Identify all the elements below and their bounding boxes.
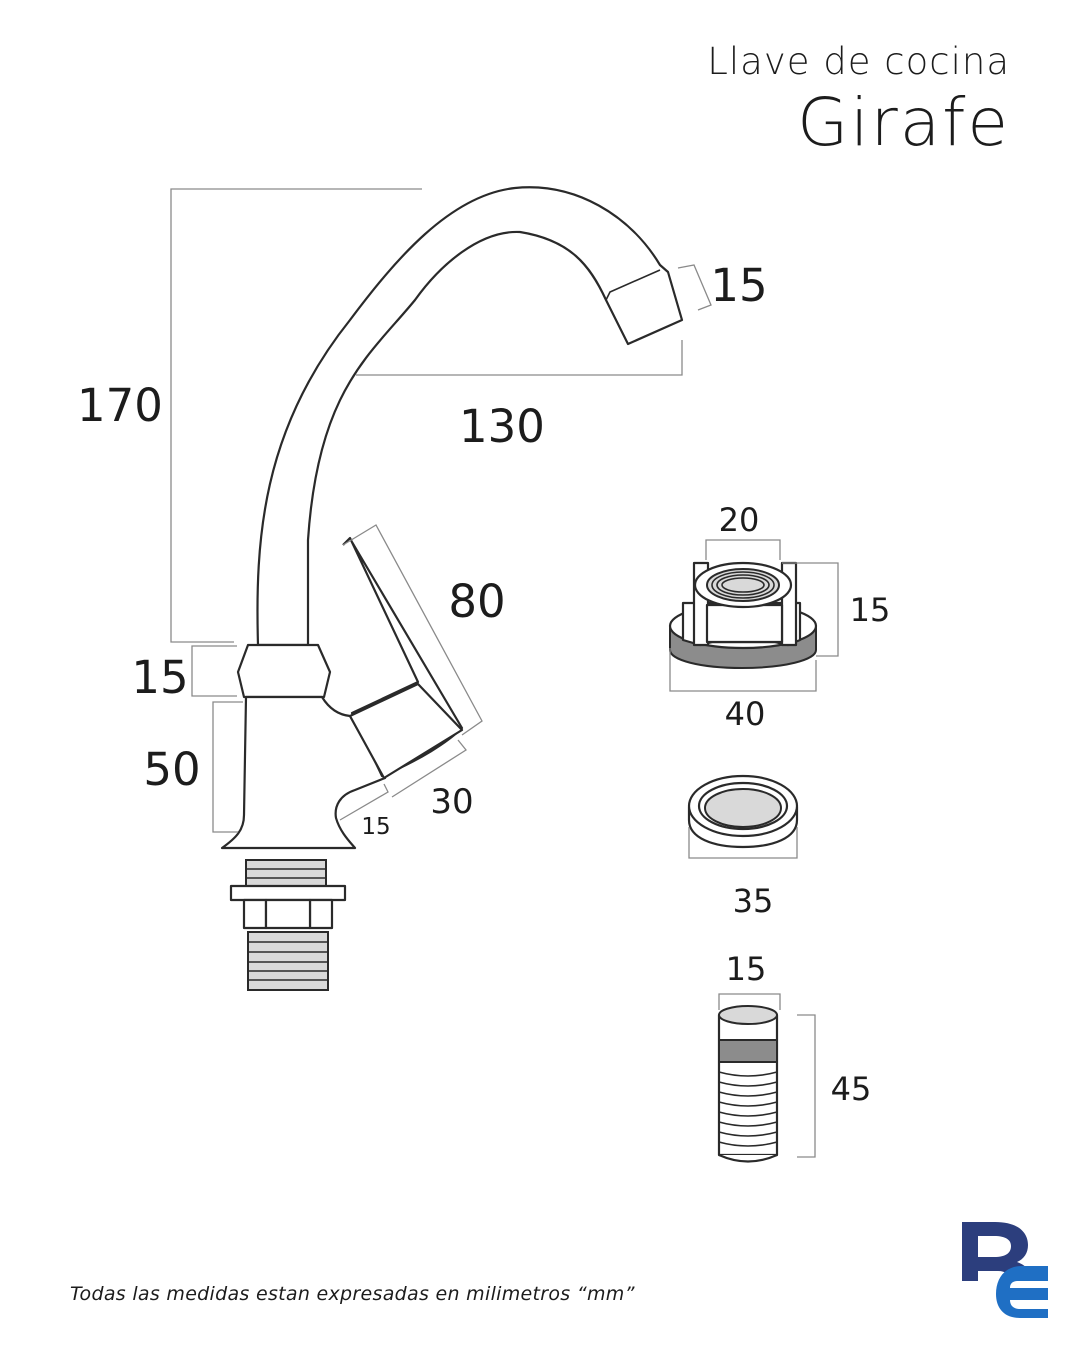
faucet-body [220,695,387,850]
nut-dimension-lines [669,539,839,692]
label-connector-diameter: 15 [726,950,767,988]
label-collar-height: 15 [131,651,188,704]
product-title: Girafe [797,84,1010,161]
faucet-drawing [220,186,684,991]
label-body-height: 50 [143,743,200,796]
units-footnote: Todas las medidas estan expresadas en mi… [70,1283,635,1305]
faucet-spout [256,186,684,647]
label-handle-length: 80 [448,575,505,628]
faucet-dimension-lines [170,188,712,833]
washer-drawing [687,774,799,849]
washer-dimension-lines [688,827,798,859]
label-spout-height: 170 [77,379,163,432]
product-subtitle: Llave de cocina [707,40,1010,83]
label-nut-diameter: 40 [725,695,766,733]
faucet-stem-upper [245,859,327,887]
connector-dimension-lines [718,993,816,1158]
label-spout-reach: 130 [459,400,545,453]
faucet-collar [236,643,332,699]
label-nut-height: 15 [850,591,891,629]
faucet-flange [229,884,347,902]
label-connector-length: 45 [831,1070,872,1108]
nut-drawing [668,561,818,670]
label-nut-thread: 20 [719,501,760,539]
faucet-stem-lower [247,931,329,991]
label-spout-tip: 15 [710,259,767,312]
connector-drawing [717,1005,779,1163]
label-washer-diameter: 35 [733,882,774,920]
label-lever-base: 15 [361,814,390,840]
label-handle-width: 30 [430,782,473,822]
brand-logo [962,1222,1048,1318]
